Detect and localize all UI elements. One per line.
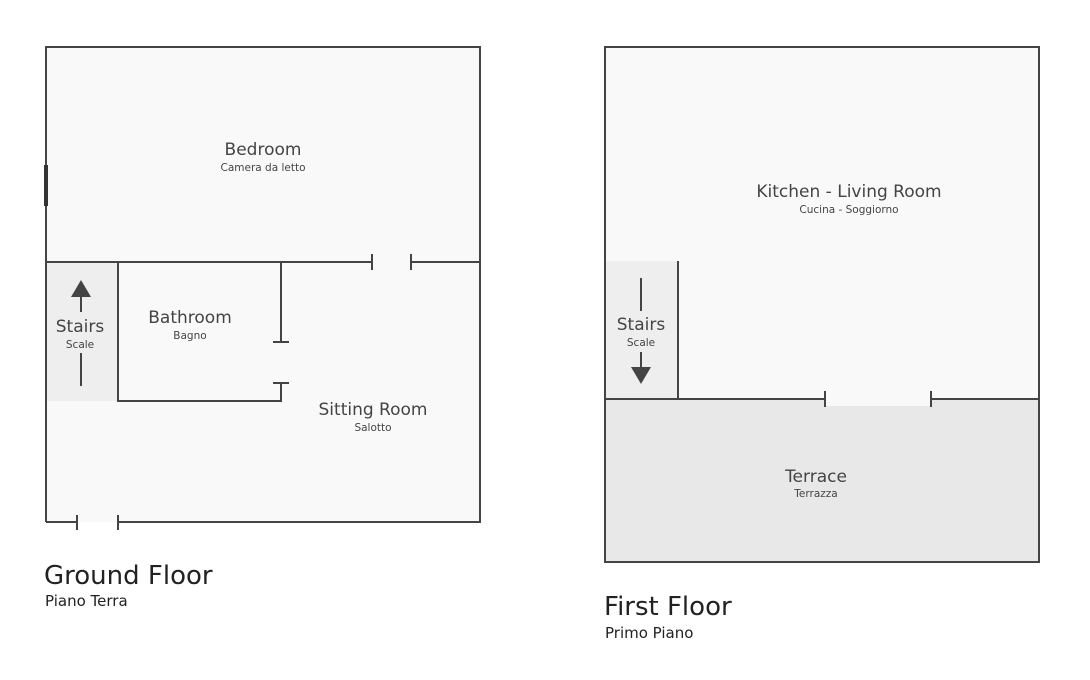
- room-label-italian: Terrazza: [793, 488, 837, 500]
- room-label: Bathroom: [148, 308, 232, 328]
- first-outer-wall: [604, 46, 1040, 563]
- arrow-up-icon: [71, 280, 91, 386]
- room-label-italian: Salotto: [354, 422, 391, 434]
- room-label-italian: Scale: [627, 337, 655, 349]
- floor-subtitle: Piano Terra: [45, 592, 128, 610]
- floor-title: First Floor: [604, 592, 732, 622]
- room-label: Stairs: [617, 315, 666, 335]
- room-label: Sitting Room: [319, 400, 428, 420]
- terrace-door-opening: [826, 399, 931, 406]
- arrow-down-icon: [631, 278, 651, 384]
- room-label: Terrace: [784, 467, 847, 487]
- room-label: Stairs: [56, 317, 105, 337]
- bathroom-wall: [117, 262, 282, 402]
- first-floor-plan: Kitchen - Living Room Cucina - Soggiorno…: [604, 46, 1040, 642]
- ground-floor-plan: Bedroom Camera da letto Bathroom Bagno S…: [44, 46, 481, 610]
- terrace-area: [605, 399, 1039, 562]
- room-label-italian: Camera da letto: [220, 162, 305, 174]
- room-label-italian: Bagno: [173, 330, 206, 342]
- room-label: Bedroom: [225, 140, 302, 160]
- floor-subtitle: Primo Piano: [605, 624, 693, 642]
- room-label-italian: Cucina - Soggiorno: [799, 204, 898, 216]
- floor-title: Ground Floor: [44, 561, 213, 591]
- room-label-italian: Scale: [66, 339, 94, 351]
- room-label: Kitchen - Living Room: [756, 182, 941, 202]
